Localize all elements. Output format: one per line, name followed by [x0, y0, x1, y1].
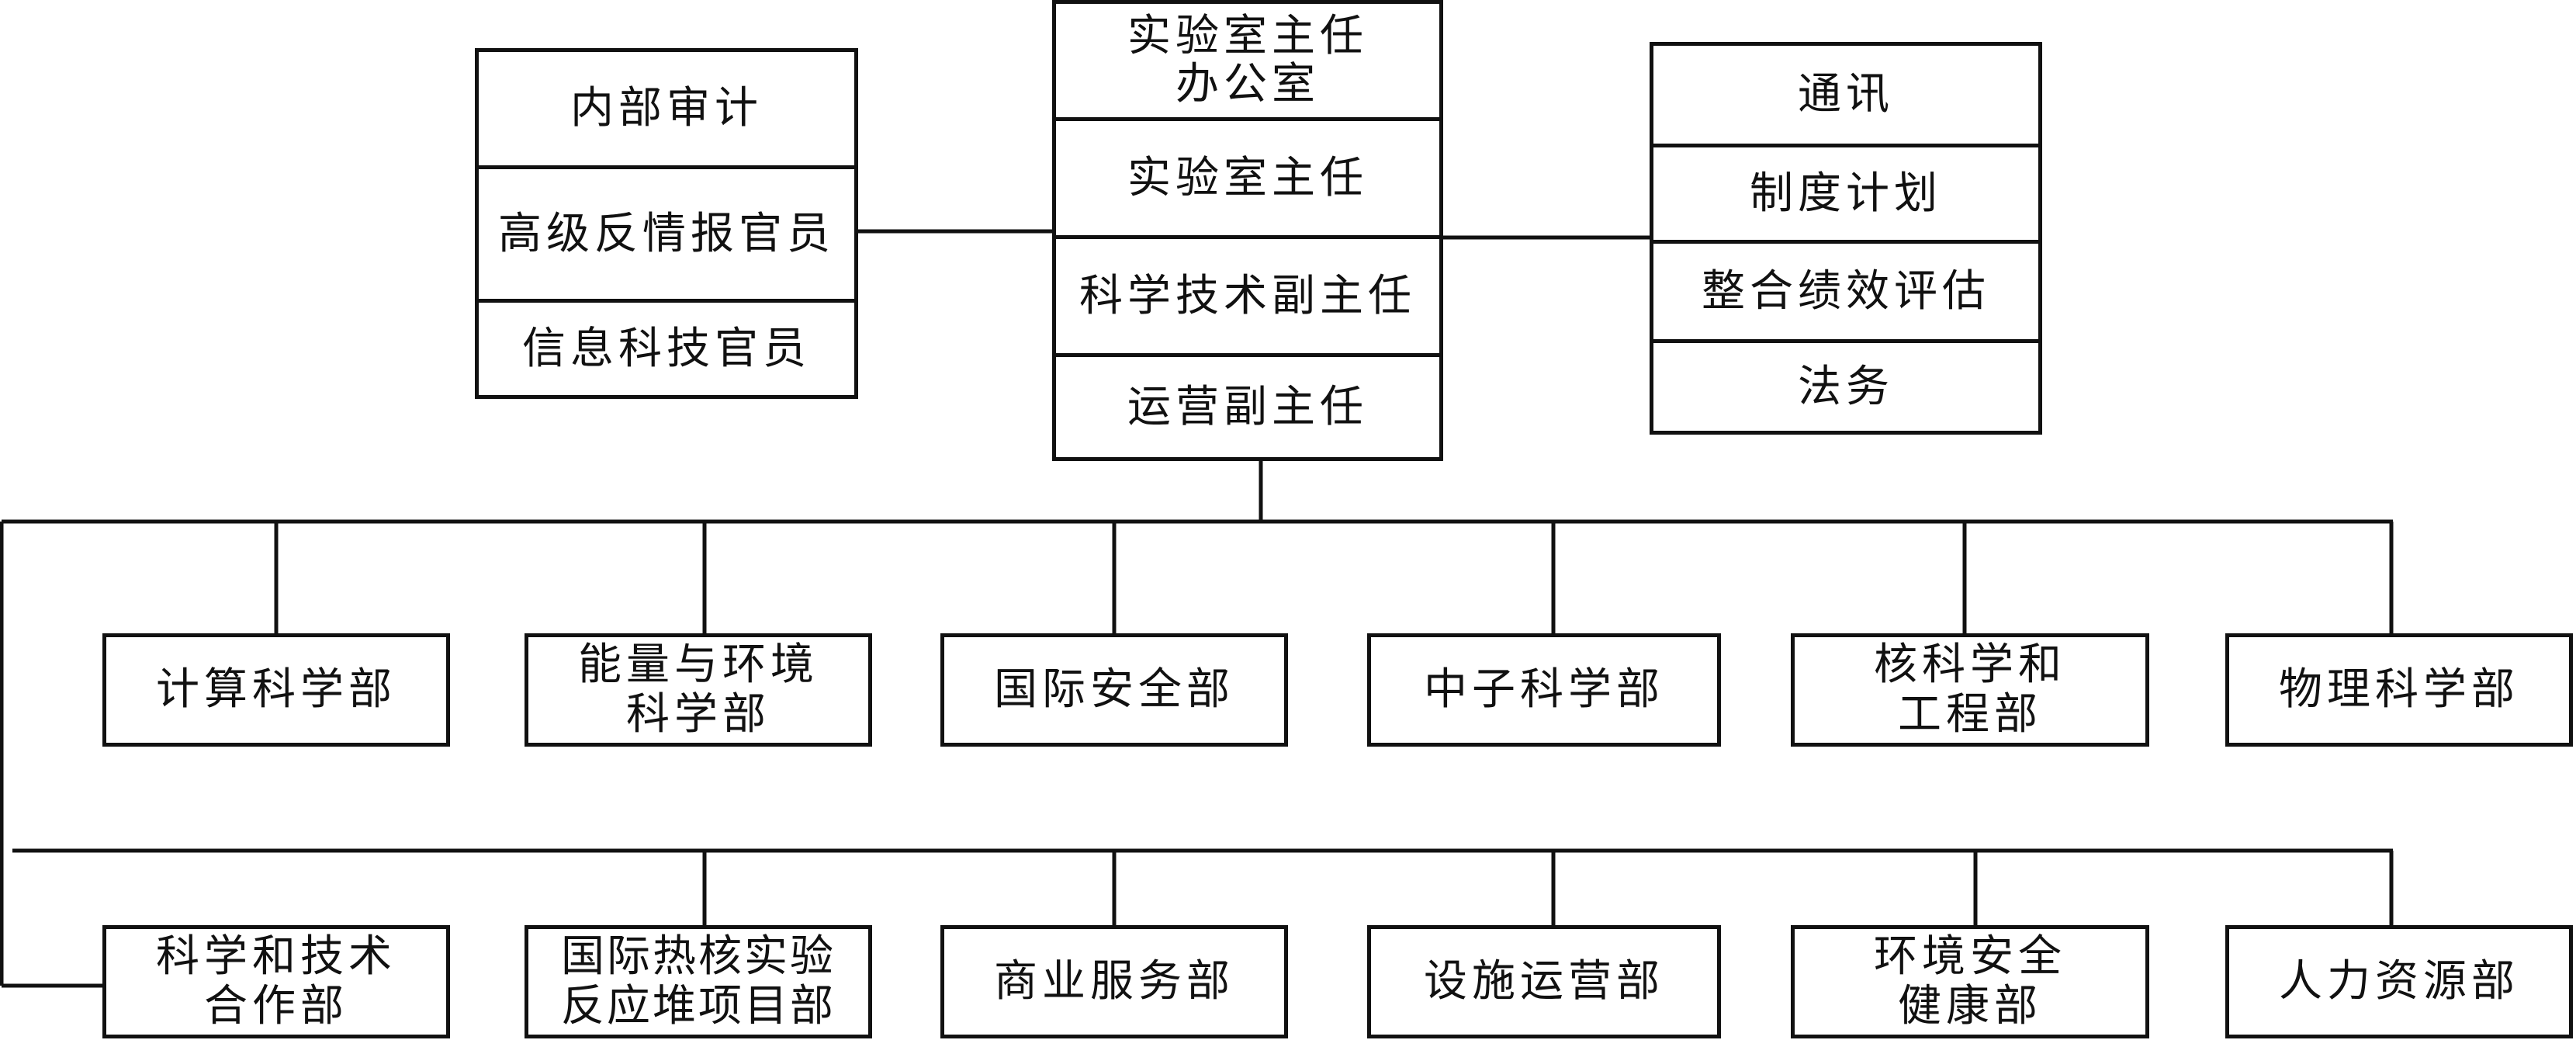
division-box-row1-3: 国际安全部	[940, 633, 1288, 747]
division-line-1: 核科学和	[1874, 640, 2066, 690]
performance-cell: 整合绩效评估	[1653, 240, 2038, 339]
division-box-row1-4: 中子科学部	[1367, 633, 1721, 747]
it-officer-label: 信息科技官员	[522, 323, 811, 374]
division-label-wrap: 中子科学部	[1371, 637, 1717, 743]
division-box-row2-4: 设施运营部	[1367, 925, 1721, 1038]
division-line-2: 科学部	[626, 689, 770, 740]
deputy-science-label: 科学技术副主任	[1079, 270, 1416, 321]
division-line-2: 健康部	[1898, 981, 2042, 1031]
division-label-wrap: 计算科学部	[106, 637, 446, 743]
division-line-1: 人力资源部	[2279, 956, 2519, 1007]
division-line-2: 反应堆项目部	[561, 981, 836, 1031]
counterintel-label: 高级反情报官员	[498, 208, 835, 259]
division-label-wrap: 核科学和 工程部	[1795, 637, 2145, 743]
division-box-row2-6: 人力资源部	[2225, 925, 2573, 1038]
division-line-1: 能量与环境	[578, 640, 819, 690]
division-line-1: 中子科学部	[1424, 664, 1664, 715]
division-line-1: 科学和技术	[156, 931, 396, 982]
division-box-row1-6: 物理科学部	[2225, 633, 2573, 747]
it-officer-cell: 信息科技官员	[479, 299, 854, 395]
right-staff-box: 通讯 制度计划 整合绩效评估 法务	[1650, 42, 2042, 435]
division-line-1: 设施运营部	[1424, 956, 1664, 1007]
division-line-1: 国际安全部	[994, 664, 1234, 715]
division-label-wrap: 科学和技术 合作部	[106, 929, 446, 1035]
division-box-row2-3: 商业服务部	[940, 925, 1288, 1038]
communications-cell: 通讯	[1653, 46, 2038, 144]
division-label-wrap: 环境安全 健康部	[1795, 929, 2145, 1035]
director-office-cell: 实验室主任 办公室	[1056, 4, 1439, 117]
deputy-operations-label: 运营副主任	[1127, 381, 1368, 432]
director-office-line-2: 办公室	[1175, 59, 1320, 109]
performance-label: 整合绩效评估	[1702, 265, 1990, 317]
communications-label: 通讯	[1798, 69, 1894, 120]
counterintel-cell: 高级反情报官员	[479, 165, 854, 299]
internal-audit-label: 内部审计	[570, 83, 763, 133]
legal-cell: 法务	[1653, 339, 2038, 431]
leadership-box: 实验室主任 办公室 实验室主任 科学技术副主任 运营副主任	[1052, 0, 1443, 461]
policy-planning-cell: 制度计划	[1653, 144, 2038, 240]
director-cell: 实验室主任	[1056, 117, 1439, 235]
director-office-line-1: 实验室主任	[1127, 11, 1368, 61]
division-box-row2-5: 环境安全 健康部	[1791, 925, 2149, 1038]
division-label-wrap: 国际安全部	[944, 637, 1284, 743]
division-label-wrap: 人力资源部	[2229, 929, 2569, 1035]
legal-label: 法务	[1798, 361, 1894, 412]
division-line-1: 环境安全	[1874, 931, 2066, 982]
division-label-wrap: 设施运营部	[1371, 929, 1717, 1035]
division-line-1: 计算科学部	[156, 664, 396, 715]
division-label-wrap: 能量与环境 科学部	[528, 637, 868, 743]
policy-planning-label: 制度计划	[1750, 168, 1942, 219]
division-label-wrap: 物理科学部	[2229, 637, 2569, 743]
division-line-1: 国际热核实验	[561, 931, 836, 982]
left-staff-box: 内部审计 高级反情报官员 信息科技官员	[475, 48, 858, 399]
division-box-row1-2: 能量与环境 科学部	[525, 633, 872, 747]
division-line-2: 工程部	[1898, 689, 2042, 740]
division-line-1: 商业服务部	[994, 956, 1234, 1007]
deputy-science-cell: 科学技术副主任	[1056, 235, 1439, 353]
division-label-wrap: 国际热核实验 反应堆项目部	[528, 929, 868, 1035]
division-line-1: 物理科学部	[2279, 664, 2519, 715]
division-box-row2-2: 国际热核实验 反应堆项目部	[525, 925, 872, 1038]
division-box-row1-5: 核科学和 工程部	[1791, 633, 2149, 747]
division-line-2: 合作部	[204, 981, 348, 1031]
director-label: 实验室主任	[1127, 152, 1368, 203]
division-box-row2-1: 科学和技术 合作部	[102, 925, 450, 1038]
division-box-row1-1: 计算科学部	[102, 633, 450, 747]
internal-audit-cell: 内部审计	[479, 52, 854, 165]
deputy-operations-cell: 运营副主任	[1056, 353, 1439, 457]
division-label-wrap: 商业服务部	[944, 929, 1284, 1035]
